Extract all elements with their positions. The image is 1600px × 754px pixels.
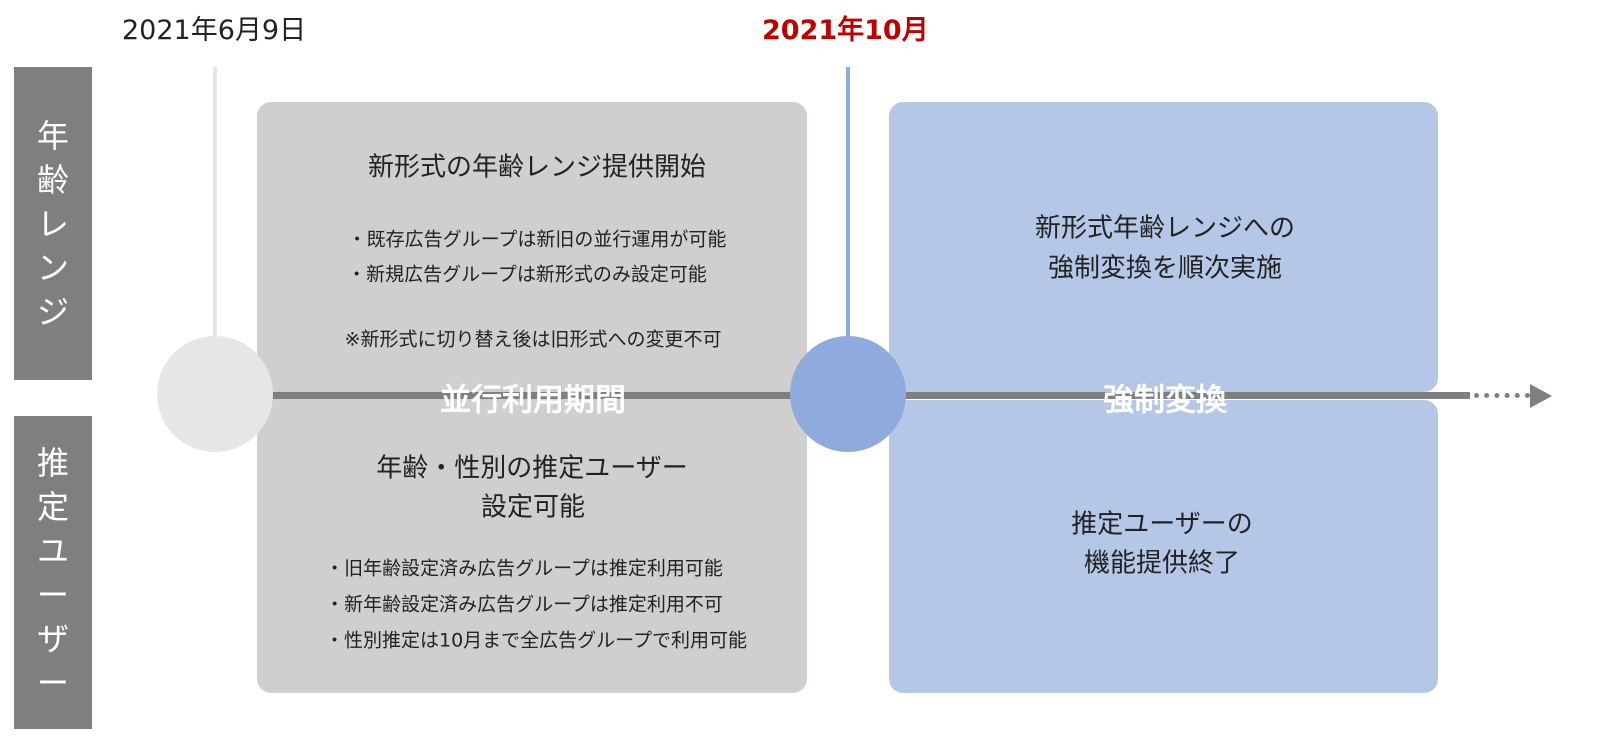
- forced-top-box: [889, 102, 1438, 392]
- char: 推: [36, 443, 69, 482]
- start-circle: [157, 336, 273, 452]
- parallel-top-bullet: ・新規広告グループは新形式のみ設定可能: [347, 263, 707, 286]
- row-label-age-range: 年 齢 レ ン ジ: [14, 67, 92, 380]
- forced-top-title: 強制変換を順次実施: [1047, 253, 1283, 284]
- parallel-top-note: ※新形式に切り替え後は旧形式への変更不可: [344, 328, 722, 351]
- parallel-top-bullet: ・既存広告グループは新旧の並行運用が可能: [347, 228, 727, 251]
- parallel-bottom-title: 設定可能: [480, 492, 586, 523]
- arrow-head-icon: [1530, 384, 1552, 408]
- start-date: 2021年6月9日: [122, 15, 307, 46]
- char: レ: [36, 204, 69, 243]
- parallel-bottom-bullet: ・性別推定は10月まで全広告グループで利用可能: [324, 629, 748, 652]
- parallel-bottom-bullet: ・旧年齢設定済み広告グループは推定利用可能: [325, 557, 723, 580]
- char: 定: [36, 487, 69, 526]
- forced-bottom-title: 推定ユーザーの: [1071, 509, 1253, 540]
- switch-date: 2021年10月: [762, 15, 929, 46]
- char: ー: [36, 663, 69, 702]
- forced-bottom-title: 機能提供終了: [1083, 548, 1241, 579]
- forced-conversion-label: 強制変換: [1103, 382, 1227, 419]
- parallel-period-label: 並行利用期間: [440, 382, 626, 419]
- char: ユ: [36, 531, 69, 570]
- timeline-dotted-extension: [1474, 393, 1530, 398]
- parallel-bottom-title: 年齢・性別の推定ユーザー: [376, 453, 688, 484]
- char: ザ: [36, 619, 69, 658]
- parallel-top-title: 新形式の年齢レンジ提供開始: [367, 152, 707, 183]
- start-marker-line: [213, 67, 217, 342]
- switch-circle: [790, 336, 906, 452]
- row-label-estimated-user: 推 定 ユ ー ザ ー: [14, 416, 92, 729]
- char: ー: [36, 575, 69, 614]
- char: ン: [36, 248, 69, 287]
- forced-bottom-box: [889, 400, 1438, 693]
- char: ジ: [36, 292, 69, 331]
- switch-marker-line: [846, 67, 850, 342]
- char: 齢: [36, 160, 69, 199]
- parallel-bottom-bullet: ・新年齢設定済み広告グループは推定利用不可: [325, 593, 723, 616]
- char: 年: [36, 116, 69, 155]
- forced-top-title: 新形式年齢レンジへの: [1034, 213, 1296, 244]
